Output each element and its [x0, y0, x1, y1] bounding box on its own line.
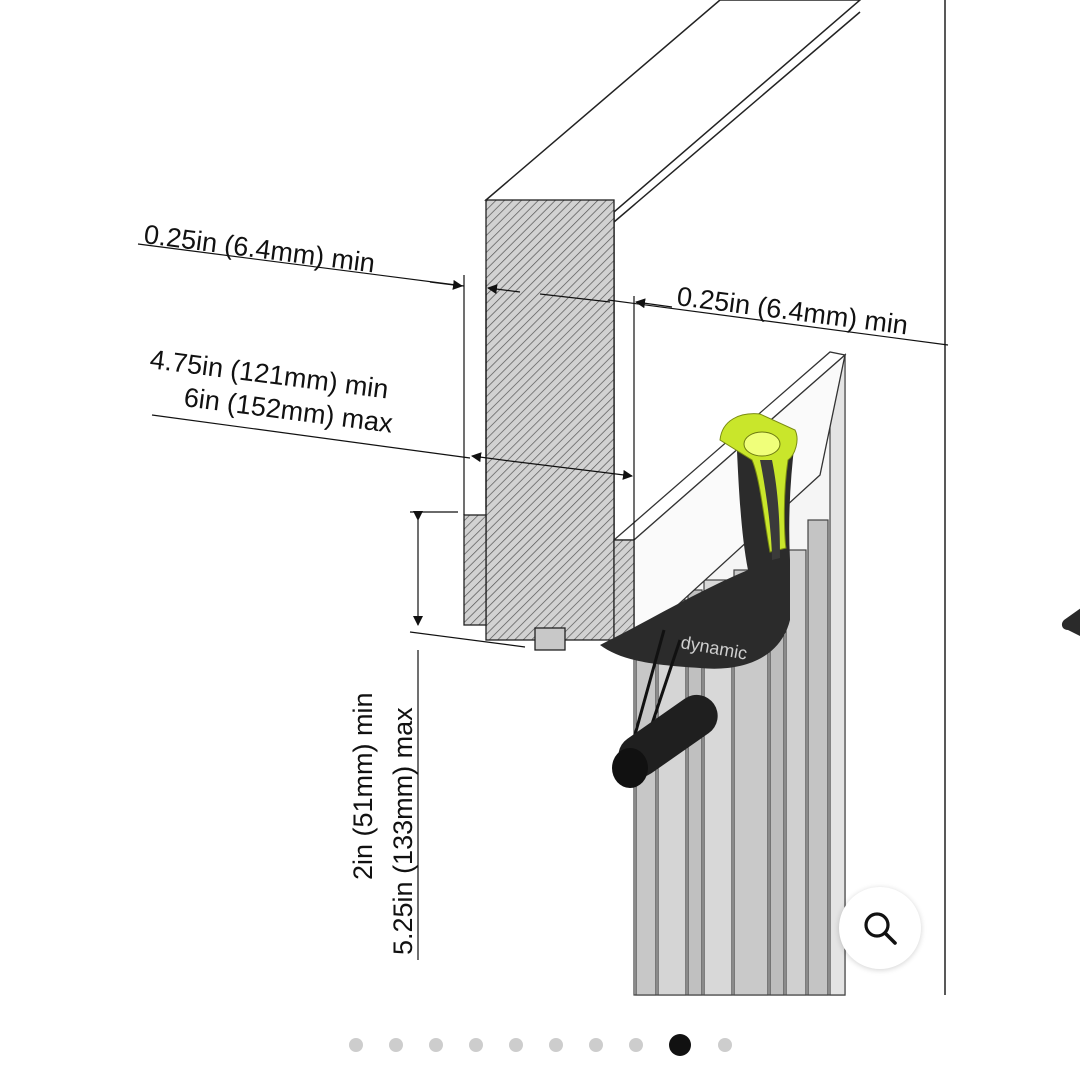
carousel-dot-active[interactable]	[669, 1034, 691, 1056]
carousel-dot[interactable]	[349, 1038, 363, 1052]
label-height-min: 2in (51mm) min	[348, 692, 378, 880]
carousel-dot[interactable]	[718, 1038, 732, 1052]
carousel-dot[interactable]	[549, 1038, 563, 1052]
dimension-lines	[137, 243, 949, 960]
carousel-dot[interactable]	[509, 1038, 523, 1052]
door-anchor-device: dynamic	[600, 413, 798, 788]
label-height-max: 5.25in (133mm) max	[388, 707, 418, 955]
product-diagram: 0.25in (6.4mm) min 0.25in (6.4mm) min 4.…	[137, 0, 949, 996]
carousel-dot[interactable]	[589, 1038, 603, 1052]
carousel-pagination	[0, 1033, 1080, 1057]
carousel-dot[interactable]	[389, 1038, 403, 1052]
label-top-left-gap: 0.25in (6.4mm) min	[142, 219, 377, 278]
carousel-dot[interactable]	[629, 1038, 643, 1052]
carousel-dot[interactable]	[429, 1038, 443, 1052]
next-image-peek	[1061, 608, 1080, 636]
magnifier-icon	[864, 912, 897, 945]
carousel-dot[interactable]	[469, 1038, 483, 1052]
zoom-button[interactable]	[839, 887, 921, 969]
label-top-right-gap: 0.25in (6.4mm) min	[675, 281, 910, 340]
frame-cross-section	[463, 199, 635, 651]
